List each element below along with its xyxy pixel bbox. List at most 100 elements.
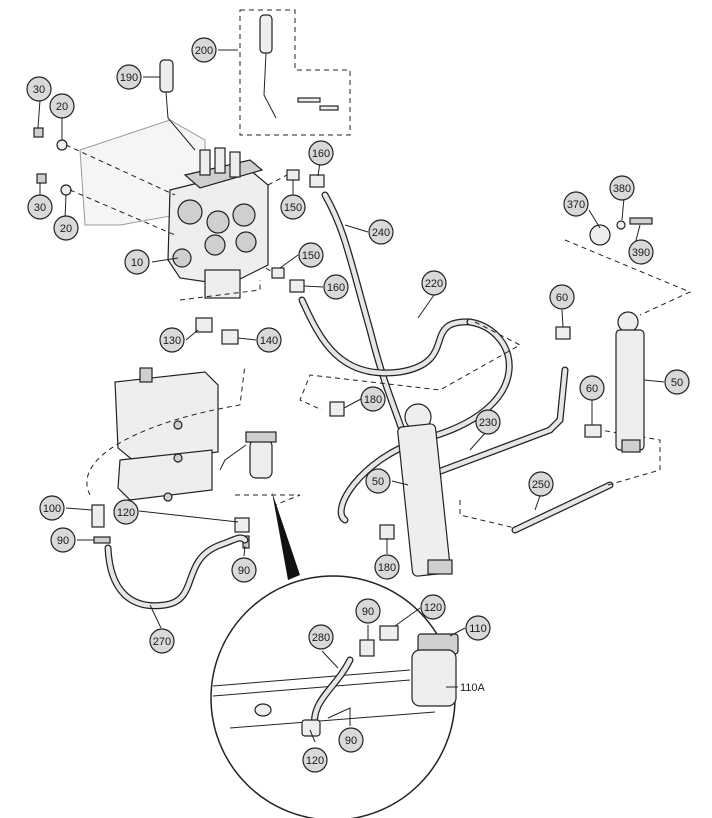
fitting-60-lower [584, 424, 602, 438]
washer-20-upper [56, 139, 68, 151]
washer-380 [616, 220, 626, 230]
callout-60a: 60 [549, 284, 575, 310]
callout-circle [113, 499, 139, 525]
callout-number: 100 [43, 503, 61, 515]
callout-number: 270 [153, 636, 171, 648]
hose-220 [337, 318, 513, 524]
callout-90d: 90 [338, 727, 364, 753]
callout-circle [368, 219, 394, 245]
callout-number: 30 [34, 202, 46, 214]
callout-circle [420, 594, 446, 620]
callout-90a: 90 [50, 527, 76, 553]
bolt-30-lower [36, 173, 47, 184]
cylinder-50-center [397, 403, 453, 577]
callout-number: 10 [131, 257, 143, 269]
callout-280: 280 [308, 624, 334, 650]
hose-240 [321, 191, 409, 444]
callout-circle [374, 554, 400, 580]
callout-160b: 160 [323, 274, 349, 300]
lever-200 [259, 14, 339, 119]
callout-30b: 30 [27, 194, 53, 220]
callout-circle [124, 249, 150, 275]
callout-number: 60 [586, 383, 598, 395]
callout-circle [26, 76, 52, 102]
callout-150b: 150 [298, 242, 324, 268]
callout-circle [280, 194, 306, 220]
callout-circle [53, 215, 79, 241]
lever-190 [159, 59, 196, 151]
callout-120a: 120 [113, 499, 139, 525]
callout-number: 130 [163, 335, 181, 347]
callout-number: 280 [312, 632, 330, 644]
fitting-130 [195, 317, 213, 333]
fitting-60-upper [555, 326, 571, 340]
callout-120b: 120 [420, 594, 446, 620]
callout-240: 240 [368, 219, 394, 245]
callout-130: 130 [159, 327, 185, 353]
callout-circle [365, 468, 391, 494]
callout-20a: 20 [49, 93, 75, 119]
callout-number: 90 [345, 735, 357, 747]
fitting-150-lower [271, 267, 285, 279]
callout-number: 120 [117, 507, 135, 519]
filter-110A [411, 633, 459, 707]
detail-pointer [272, 492, 300, 580]
callout-circle [191, 37, 217, 63]
callout-390: 390 [628, 239, 654, 265]
callout-number: 370 [567, 199, 585, 211]
fitting-120-left [234, 517, 250, 533]
fitting-180-lower [379, 524, 395, 540]
callout-circle [475, 409, 501, 435]
callout-circle [549, 284, 575, 310]
callout-50a: 50 [664, 369, 690, 395]
callout-circle [609, 175, 635, 201]
callout-circle [628, 239, 654, 265]
callout-number: 180 [378, 562, 396, 574]
hose-230 [426, 366, 569, 479]
callout-number: 90 [362, 606, 374, 618]
callout-20b: 20 [53, 215, 79, 241]
callout-380: 380 [609, 175, 635, 201]
control-valve [167, 147, 269, 299]
callout-circle [159, 327, 185, 353]
hose-160-line [298, 296, 474, 377]
callout-90b: 90 [231, 557, 257, 583]
callout-230: 230 [475, 409, 501, 435]
callout-circle [360, 386, 386, 412]
callout-number: 90 [57, 535, 69, 547]
callout-circle [308, 140, 334, 166]
callout-270: 270 [149, 628, 175, 654]
callout-number: 230 [479, 417, 497, 429]
callout-number: 380 [613, 183, 631, 195]
cylinder-50-right [615, 311, 645, 453]
callout-60b: 60 [579, 375, 605, 401]
callout-circle [302, 747, 328, 773]
callout-circle [27, 194, 53, 220]
callout-circle [256, 327, 282, 353]
callout-circle [50, 527, 76, 553]
oring-90-left [93, 536, 111, 544]
fitting-180-upper [329, 401, 345, 417]
callout-370: 370 [563, 191, 589, 217]
callout-number: 220 [425, 278, 443, 290]
callout-circle [528, 471, 554, 497]
callout-circle [355, 598, 381, 624]
callout-220: 220 [421, 270, 447, 296]
callout-number: 250 [532, 479, 550, 491]
filter-small [219, 431, 277, 479]
callout-number: 50 [671, 377, 683, 389]
detail-contents [212, 625, 459, 737]
callout-circle [39, 495, 65, 521]
callout-180a: 180 [360, 386, 386, 412]
callout-250: 250 [528, 471, 554, 497]
callout-180b: 180 [374, 554, 400, 580]
hose-250 [511, 481, 614, 534]
callout-number: 240 [372, 227, 390, 239]
bolt-390 [629, 217, 653, 225]
fitting-100 [91, 504, 105, 528]
callout-10: 10 [124, 249, 150, 275]
callout-140: 140 [256, 327, 282, 353]
fitting-160-lower [289, 279, 305, 293]
